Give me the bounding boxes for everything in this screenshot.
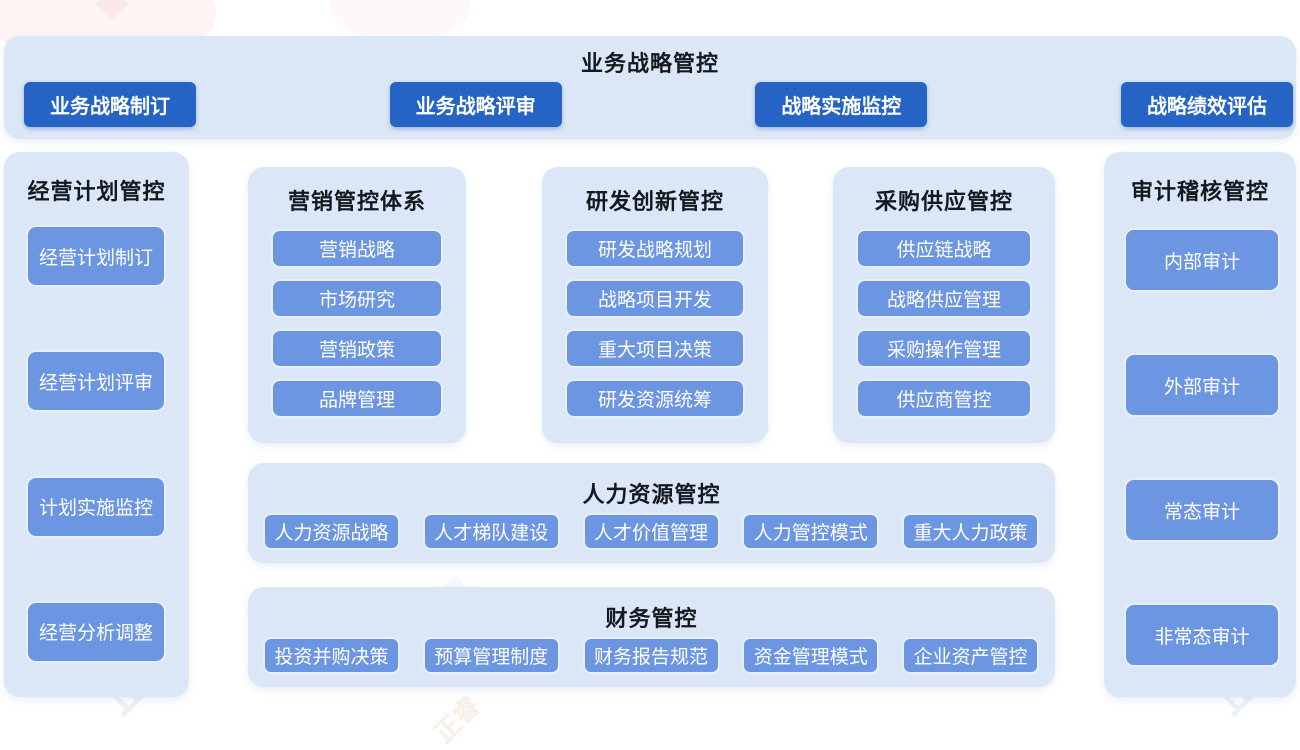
diagram-node: 经营计划评审 xyxy=(26,350,166,413)
business-strategy-title: 业务战略管控 xyxy=(580,51,719,76)
audit-node-list: 内部审计 外部审计 常态审计 非常态审计 xyxy=(1124,228,1280,667)
diagram-node: 企业资产管控 xyxy=(902,637,1039,674)
diagram-node: 外部审计 xyxy=(1124,353,1280,417)
audit-panel: 审计稽核管控 内部审计 外部审计 常态审计 非常态审计 xyxy=(1104,152,1296,697)
marketing-node-list: 营销战略 市场研究 营销政策 品牌管理 xyxy=(271,229,443,418)
diagram-node: 人力管控模式 xyxy=(742,513,880,550)
procurement-node-list: 供应链战略 战略供应管理 采购操作管理 供应商管控 xyxy=(856,229,1032,418)
rd-innovation-title: 研发创新管控 xyxy=(585,189,724,214)
diagram-node: 供应商管控 xyxy=(856,379,1032,418)
business-strategy-node-row: 业务战略制订 业务战略评审 战略实施监控 战略绩效评估 xyxy=(24,82,1293,127)
diagram-node: 业务战略制订 xyxy=(24,82,196,127)
operating-plan-panel: 经营计划管控 经营计划制订 经营计划评审 计划实施监控 经营分析调整 xyxy=(4,152,189,697)
hr-panel: 人力资源管控 人力资源战略 人才梯队建设 人才价值管理 人力管控模式 重大人力政… xyxy=(248,463,1055,563)
diagram-node: 人力资源战略 xyxy=(263,513,400,550)
diagram-node: 研发战略规划 xyxy=(565,229,745,268)
diagram-node: 经营分析调整 xyxy=(26,600,166,663)
diagram-node: 投资并购决策 xyxy=(263,637,400,674)
diagram-node: 预算管理制度 xyxy=(422,637,560,674)
finance-node-row: 投资并购决策 预算管理制度 财务报告规范 资金管理模式 企业资产管控 xyxy=(263,637,1039,674)
finance-panel: 财务管控 投资并购决策 预算管理制度 财务报告规范 资金管理模式 企业资产管控 xyxy=(248,587,1055,687)
marketing-title: 营销管控体系 xyxy=(287,189,426,214)
operating-plan-node-list: 经营计划制订 经营计划评审 计划实施监控 经营分析调整 xyxy=(26,225,166,663)
watermark-logo-diamond xyxy=(95,0,129,21)
diagram-node: 战略项目开发 xyxy=(565,279,745,318)
finance-title: 财务管控 xyxy=(605,606,698,631)
diagram-node: 战略绩效评估 xyxy=(1120,82,1293,127)
diagram-node: 营销战略 xyxy=(271,229,443,268)
diagram-node: 资金管理模式 xyxy=(742,637,880,674)
watermark-logo-arc xyxy=(330,0,470,40)
diagram-node: 计划实施监控 xyxy=(26,475,166,538)
diagram-node: 战略实施监控 xyxy=(755,82,928,127)
diagram-node: 品牌管理 xyxy=(271,379,443,418)
diagram-node: 战略供应管理 xyxy=(856,279,1032,318)
diagram-node: 人才价值管理 xyxy=(582,513,720,550)
audit-title: 审计稽核管控 xyxy=(1130,179,1269,204)
diagram-node: 内部审计 xyxy=(1124,228,1280,292)
procurement-title: 采购供应管控 xyxy=(874,189,1013,214)
business-strategy-panel: 业务战略管控 业务战略制订 业务战略评审 战略实施监控 战略绩效评估 xyxy=(4,36,1296,139)
diagram-node: 人才梯队建设 xyxy=(422,513,560,550)
diagram-node: 财务报告规范 xyxy=(582,637,720,674)
diagram-node: 重大人力政策 xyxy=(902,513,1039,550)
marketing-panel: 营销管控体系 营销战略 市场研究 营销政策 品牌管理 xyxy=(248,167,466,443)
diagram-node: 业务战略评审 xyxy=(389,82,562,127)
diagram-node: 经营计划制订 xyxy=(26,225,166,287)
diagram-node: 重大项目决策 xyxy=(565,329,745,368)
rd-node-list: 研发战略规划 战略项目开发 重大项目决策 研发资源统筹 xyxy=(565,229,745,418)
hr-title: 人力资源管控 xyxy=(582,482,721,507)
procurement-panel: 采购供应管控 供应链战略 战略供应管理 采购操作管理 供应商管控 xyxy=(833,167,1055,443)
hr-node-row: 人力资源战略 人才梯队建设 人才价值管理 人力管控模式 重大人力政策 xyxy=(263,513,1039,550)
diagram-node: 营销政策 xyxy=(271,329,443,368)
rd-innovation-panel: 研发创新管控 研发战略规划 战略项目开发 重大项目决策 研发资源统筹 xyxy=(542,167,768,443)
diagram-node: 研发资源统筹 xyxy=(565,379,745,418)
diagram-node: 非常态审计 xyxy=(1124,603,1280,667)
diagram-node: 采购操作管理 xyxy=(856,329,1032,368)
diagram-node: 市场研究 xyxy=(271,279,443,318)
diagram-node: 供应链战略 xyxy=(856,229,1032,268)
diagram-node: 常态审计 xyxy=(1124,478,1280,542)
operating-plan-title: 经营计划管控 xyxy=(27,179,166,204)
watermark-text: 正睿 xyxy=(428,690,487,749)
